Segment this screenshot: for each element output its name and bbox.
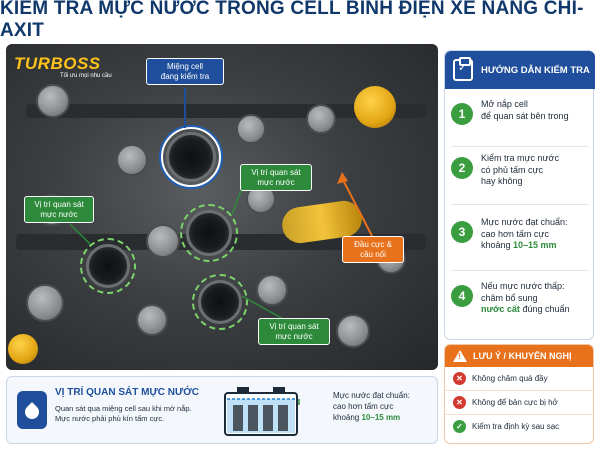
warning-item: ✕ Không để bản cực bị hở	[445, 391, 593, 415]
guide-step: 2 Kiểm tra mực nước có phủ tấm cực hay k…	[451, 149, 589, 205]
battery-diagram-icon	[224, 387, 300, 436]
x-icon: ✕	[453, 396, 466, 409]
step-text-part: đúng chuẩn	[519, 304, 570, 315]
guide-step: 3 Mực nước đạt chuẩn: cao hơn tấm cực kh…	[451, 213, 589, 271]
logo-tagline: Tối ưu mọi nhu cầu	[60, 73, 112, 79]
cell-opening-highlight	[161, 127, 221, 187]
step-text: Mở nắp cell để quan sát bên trong	[481, 99, 569, 121]
step-number: 1	[451, 103, 473, 125]
step-number: 2	[451, 157, 473, 179]
page-title: KIỂM TRA MỰC NƯỚC TRONG CELL BÌNH ĐIỆN X…	[0, 0, 584, 41]
cell-cap	[256, 274, 288, 306]
warning-item-text: Không để bản cực bị hở	[472, 398, 558, 407]
step-number: 3	[451, 221, 473, 243]
step-highlight: 10–15 mm	[513, 240, 557, 251]
guide-header: HƯỚNG DẪN KIỂM TRA	[445, 51, 595, 89]
warning-item: ✓ Kiểm tra định kỳ sau sạc	[445, 415, 593, 438]
guide-title: HƯỚNG DẪN KIỂM TRA	[481, 64, 590, 76]
x-icon: ✕	[453, 372, 466, 385]
warning-icon: !	[453, 350, 467, 362]
warning-title: LƯU Ý / KHUYẾN NGHỊ	[473, 351, 572, 361]
cell-cap	[336, 314, 370, 348]
cell-cap	[116, 144, 148, 176]
step-text-part: Nếu mực nước thấp: châm bổ sung	[481, 281, 565, 303]
standard-highlight: 10–15 mm	[361, 412, 401, 422]
turboss-logo: TURBOSS	[14, 54, 101, 73]
cell-cap	[36, 84, 70, 118]
label-observe-1: Vị trí quan sát mực nước	[240, 164, 312, 192]
step-highlight: nước cất	[481, 304, 520, 315]
guide-step: 1 Mở nắp cell để quan sát bên trong	[451, 95, 589, 147]
yellow-vent-cap	[354, 86, 396, 128]
cell-cap	[236, 114, 266, 144]
label-cell-opening: Miệng cell đang kiểm tra	[146, 58, 224, 86]
step-text: Nếu mực nước thấp: châm bổ sung nước cất…	[481, 281, 569, 316]
warning-header: ! LƯU Ý / KHUYẾN NGHỊ	[445, 345, 593, 367]
warning-item: ✕ Không châm quá đầy	[445, 367, 593, 391]
observe-ring	[80, 238, 136, 294]
yellow-vent-cap	[8, 334, 38, 364]
water-drop-icon	[17, 391, 47, 429]
observe-position-box: VỊ TRÍ QUAN SÁT MỰC NƯỚC Quan sát qua mi…	[6, 376, 438, 444]
observe-title: VỊ TRÍ QUAN SÁT MỰC NƯỚC	[55, 387, 200, 398]
label-terminal: Đầu cực & cầu nối	[342, 236, 404, 264]
guide-step: 4 Nếu mực nước thấp: châm bổ sung nước c…	[451, 277, 589, 337]
check-icon: ✓	[453, 420, 466, 433]
cell-cap	[306, 104, 336, 134]
warning-item-text: Kiểm tra định kỳ sau sạc	[472, 422, 560, 431]
step-text: Kiểm tra mực nước có phủ tấm cực hay khô…	[481, 153, 559, 187]
observe-ring	[192, 274, 248, 330]
observe-ring	[180, 204, 238, 262]
label-observe-3: Vị trí quan sát mực nước	[258, 318, 330, 346]
step-text-part: Mực nước đạt chuẩn: cao hơn tấm cực khoả…	[481, 217, 568, 251]
observe-standard: Mực nước đạt chuẩn: cao hơn tấm cực khoả…	[333, 391, 433, 423]
guide-panel: HƯỚNG DẪN KIỂM TRA 1 Mở nắp cell để quan…	[444, 50, 595, 340]
observe-desc: Quan sát qua miệng cell sau khi mở nắp. …	[55, 404, 192, 424]
standard-text: Mực nước đạt chuẩn: cao hơn tấm cực khoả…	[333, 391, 410, 422]
warning-panel: ! LƯU Ý / KHUYẾN NGHỊ ✕ Không châm quá đ…	[444, 344, 594, 444]
step-number: 4	[451, 285, 473, 307]
cell-cap	[26, 284, 64, 322]
clipboard-check-icon	[453, 57, 473, 81]
cell-cap	[146, 224, 180, 258]
label-observe-2: Vị trí quan sát mực nước	[24, 196, 94, 224]
warning-item-text: Không châm quá đầy	[472, 374, 548, 383]
cell-cap	[136, 304, 168, 336]
step-text: Mực nước đạt chuẩn: cao hơn tấm cực khoả…	[481, 217, 568, 252]
